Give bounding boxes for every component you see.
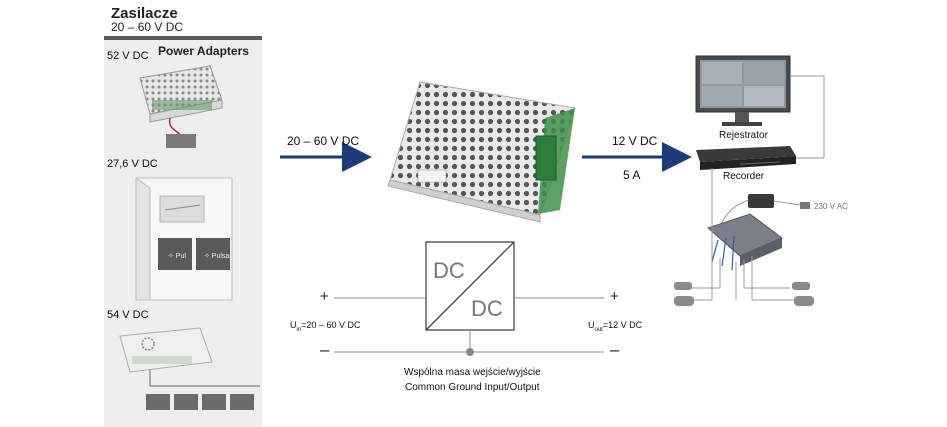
- recorder-label-pl: Rejestrator: [719, 130, 768, 141]
- adapter-voltage-3: 54 V DC: [107, 309, 149, 321]
- adapter-1-image: [139, 65, 223, 148]
- power-supply-image: [387, 81, 576, 223]
- input-voltage-formula: Uin=20 – 60 V DC: [290, 320, 361, 333]
- poe-switch-image: [707, 194, 810, 271]
- input-plus-sign: +: [320, 288, 329, 305]
- adapter-voltage-1: 52 V DC: [107, 50, 149, 62]
- recorder-image: [696, 146, 796, 170]
- panel-subtitle: 20 – 60 V DC: [111, 20, 184, 34]
- output-minus-sign: –: [610, 340, 620, 359]
- network-cables: [686, 168, 796, 301]
- dc-dc-block: [425, 241, 515, 331]
- dc-bottom-text: DC: [471, 296, 503, 321]
- ground-node: [466, 348, 474, 356]
- input-voltage-label: 20 – 60 V DC: [287, 134, 360, 148]
- ground-label-pl: Wspólna masa wejście/wyjście: [404, 367, 541, 378]
- monitor-cable: [790, 75, 825, 159]
- dc-top-text: DC: [433, 258, 465, 283]
- input-minus-sign: –: [320, 340, 330, 359]
- output-plus-sign: +: [610, 288, 619, 305]
- svg-text:✧ Pulsar: ✧ Pulsar: [204, 252, 232, 260]
- camera-icon: [674, 282, 814, 306]
- svg-text:✧ Pul: ✧ Pul: [168, 252, 186, 260]
- adapter-2-image: ✧ Pul ✧ Pulsar: [135, 177, 233, 301]
- recorder-label-en: Recorder: [723, 171, 765, 182]
- panel-title: Zasilacze: [111, 5, 178, 22]
- adapter-3-image: [119, 327, 260, 410]
- monitor-image: [695, 55, 791, 126]
- panel-top-bar: [104, 36, 262, 40]
- output-current-label: 5 A: [623, 168, 641, 182]
- power-adapters-header: Power Adapters: [158, 44, 249, 58]
- ground-label-en: Common Ground Input/Output: [405, 382, 540, 393]
- mains-voltage-label: 230 V AC: [814, 202, 848, 211]
- adapter-voltage-2: 27,6 V DC: [107, 158, 158, 170]
- output-voltage-label: 12 V DC: [612, 134, 658, 148]
- output-voltage-formula: Uout=12 V DC: [588, 320, 643, 333]
